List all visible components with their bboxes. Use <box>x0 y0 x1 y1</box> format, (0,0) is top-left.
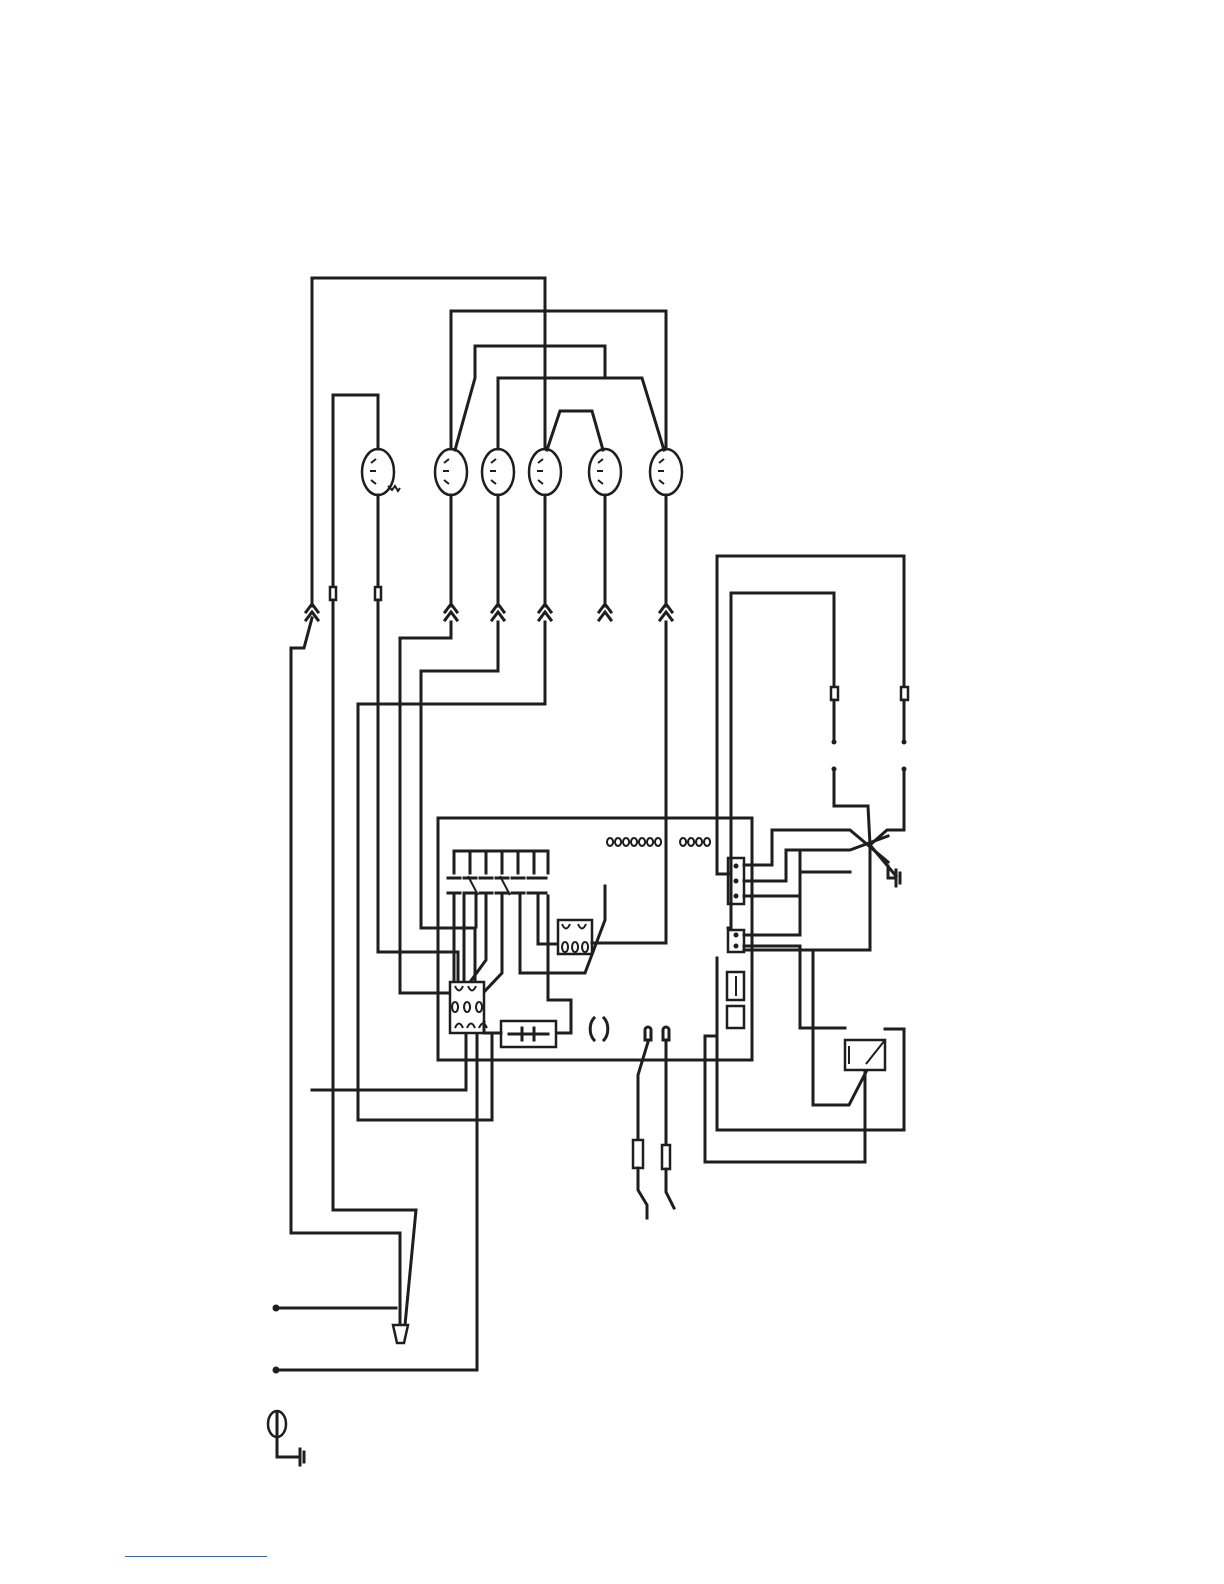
ground-terminal <box>268 1411 304 1465</box>
control-knob-icon[interactable] <box>590 1018 608 1040</box>
heating-element-5 <box>589 449 621 495</box>
heating-element-2 <box>435 449 467 495</box>
display-digits <box>607 838 710 846</box>
upper-wiring <box>312 278 666 606</box>
probe-jacks <box>645 1027 669 1040</box>
heating-element-1 <box>362 449 400 495</box>
board-relay-2 <box>727 1006 744 1028</box>
connector-j4[interactable] <box>728 930 744 952</box>
heating-element-6 <box>650 449 682 495</box>
heating-element-4 <box>529 449 561 495</box>
footer-divider <box>125 1556 267 1557</box>
board-relay-1 <box>727 972 744 1000</box>
heating-elements <box>362 449 682 495</box>
power-plug <box>393 1325 408 1343</box>
control-board <box>438 622 752 1060</box>
connector-j2[interactable] <box>558 920 592 954</box>
thermal-relay <box>845 1040 885 1070</box>
fuse <box>484 1021 556 1047</box>
left-lead-wiring <box>273 600 546 1374</box>
terminal-row <box>306 587 672 620</box>
connector-j1[interactable] <box>450 982 487 1033</box>
door-switches <box>633 1042 674 1218</box>
heating-element-3 <box>482 449 514 495</box>
